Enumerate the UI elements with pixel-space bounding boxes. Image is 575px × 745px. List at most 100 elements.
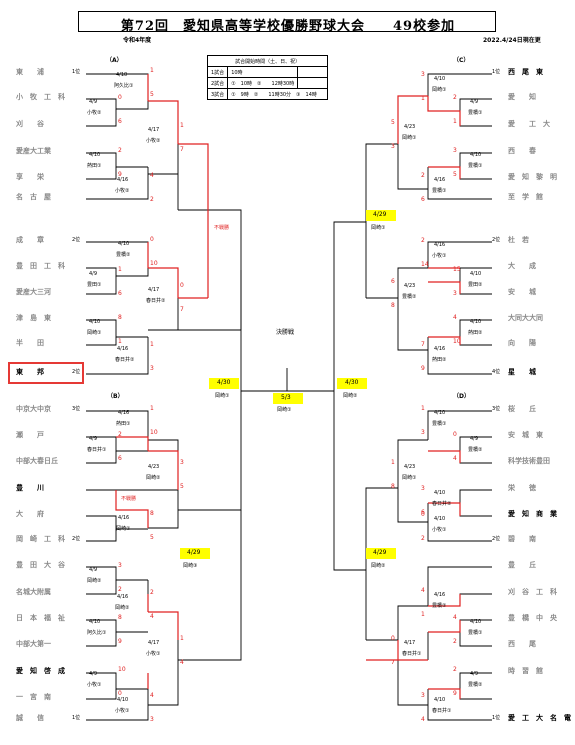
game-venue: 豊橋② (468, 447, 483, 453)
score-bottom: 2 (421, 535, 425, 542)
game-venue: 小牧① (146, 651, 161, 657)
team-name: 西 尾 (508, 640, 536, 648)
score-top: 3 (421, 692, 425, 699)
game-venue: 熱田① (87, 163, 102, 169)
team-name: 愛産大工業 (16, 147, 51, 155)
game-venue: 岡崎① (402, 135, 417, 141)
game-date: 4/16 (434, 346, 446, 352)
game-date: 4/10 (434, 697, 446, 703)
team-name: 一 宮 南 (16, 693, 51, 701)
team-name: 安 城 東 (508, 431, 543, 439)
sf-a-date: 4/30 (217, 379, 231, 386)
score-top: 1 (150, 405, 154, 412)
team-seed: 1位 (492, 715, 501, 721)
game-venue: 豊橋① (468, 630, 483, 636)
team-name: 豊 田 大 谷 (16, 561, 65, 569)
team-seed: 1位 (492, 69, 501, 75)
score-top: 2 (453, 666, 457, 673)
game-venue: 小牧① (87, 682, 102, 688)
game-date: 4/10 (89, 152, 101, 158)
sf-cd-date: 4/30 (345, 379, 359, 386)
score-top: 2 (118, 431, 122, 438)
game-date: 4/9 (89, 671, 98, 677)
score-top: 1 (118, 266, 122, 273)
score-bottom: 3 (391, 143, 395, 150)
team-name: 星 城 (508, 368, 536, 376)
score-top: 0 (421, 511, 425, 518)
team-name: 岡 崎 工 科 (16, 535, 65, 543)
score-top: 2 (118, 147, 122, 154)
score-bottom: 1 (421, 611, 425, 618)
score-bottom: 6 (118, 455, 122, 462)
team-name: 名 古 屋 (16, 193, 51, 201)
team-name: 愛 知 啓 成 (16, 667, 65, 675)
game-venue: 熱田② (468, 330, 483, 336)
team-seed: 4位 (492, 369, 501, 375)
score-top: 2 (453, 94, 457, 101)
game-date: 4/16 (118, 410, 130, 416)
team-seed: 1位 (72, 715, 81, 721)
game-venue: 岡崎① (116, 526, 131, 532)
final-date: 5/3 (281, 394, 291, 401)
score-top: 4 (150, 692, 154, 699)
game-date: 4/23 (148, 464, 160, 470)
game-date: 4/10 (89, 319, 101, 325)
sf-cd-venue: 岡崎② (343, 393, 358, 399)
score-bottom: 5 (453, 171, 457, 178)
schedule-row-label: 3試合 (206, 88, 229, 100)
highlight-a-date (209, 378, 239, 389)
score-bottom: 4 (421, 716, 425, 723)
game-venue: 小牧① (432, 527, 447, 533)
team-seed: 2位 (72, 237, 81, 243)
highlighted-team-box (8, 362, 84, 384)
score-bottom: 5 (180, 483, 184, 490)
score-top: 1 (421, 405, 425, 412)
game-date: 4/16 (117, 177, 129, 183)
game-venue: 岡崎② (87, 578, 102, 584)
semi-c-venue: 岡崎① (371, 225, 386, 231)
score-top: 3 (453, 147, 457, 154)
score-bottom: 14 (421, 261, 429, 268)
team-name: 瀬 戸 (16, 431, 44, 439)
score-bottom: 8 (391, 483, 395, 490)
score-bottom: 4 (150, 613, 154, 620)
final-label: 決勝戦 (276, 329, 295, 336)
score-bottom: 5 (150, 534, 154, 541)
page-title: 第72回 愛知県高等学校優勝野球大会 49校参加 (120, 19, 456, 34)
game-date: 4/9 (89, 271, 98, 277)
team-name: 中京大中京 (16, 405, 51, 413)
score-bottom: 9 (118, 638, 122, 645)
game-date: 4/16 (117, 594, 129, 600)
score-bottom: 9 (453, 690, 457, 697)
game-date: 4/9 (470, 436, 479, 442)
score-bottom: 2 (453, 638, 457, 645)
score-top: 1 (180, 122, 184, 129)
team-name: 安 城 (508, 288, 536, 296)
score-top: 3 (118, 562, 122, 569)
score-bottom: 9 (118, 171, 122, 178)
era-label: 令和4年度 (123, 37, 152, 44)
score-bottom: 2 (150, 196, 154, 203)
team-name: 愛 知 黎 明 (508, 173, 557, 181)
score-top: 3 (180, 459, 184, 466)
score-top: 1 (391, 459, 395, 466)
score-top: 2 (421, 237, 425, 244)
highlight-c-date (366, 210, 396, 221)
team-name: 刈 谷 工 科 (508, 588, 557, 596)
game-venue: 岡崎① (402, 475, 417, 481)
game-date: 4/9 (470, 99, 479, 105)
score-top: 7 (421, 341, 425, 348)
game-date: 4/9 (89, 436, 98, 442)
game-venue: 豊橋② (116, 252, 131, 258)
game-venue: 春日井① (87, 447, 107, 453)
score-bottom: 10 (453, 338, 461, 345)
team-name: 享 栄 (16, 173, 44, 181)
block-c-label: （C） (453, 57, 470, 64)
game-date: 4/17 (148, 127, 160, 133)
score-bottom: 7 (391, 659, 395, 666)
team-name: 大同大大同 (508, 314, 543, 322)
team-name: 名城大附属 (16, 588, 51, 596)
game-date: 4/17 (404, 640, 416, 646)
